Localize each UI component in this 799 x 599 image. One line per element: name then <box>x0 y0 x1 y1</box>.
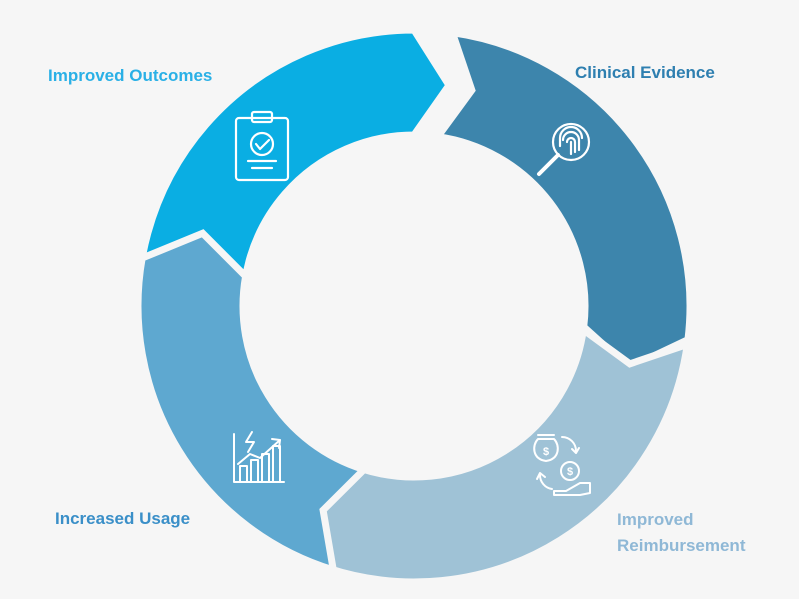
growth-chart-icon <box>233 431 285 483</box>
fingerprint-magnifier-icon <box>537 122 591 176</box>
label-line: Clinical Evidence <box>575 63 715 82</box>
segment-clinical-evidence <box>431 28 694 372</box>
stage-label-increased-usage: Increased Usage <box>55 506 190 532</box>
stage-label-improved-reimbursement: Improved Reimbursement <box>617 507 745 559</box>
clipboard-check-icon <box>234 110 290 182</box>
label-line: Increased Usage <box>55 509 191 528</box>
label-line: Reimbursement <box>617 536 746 555</box>
label-line: Improved <box>617 510 694 529</box>
segment-increased-usage <box>134 229 371 575</box>
svg-text:$: $ <box>567 466 573 478</box>
stage-label-improved-outcomes: Improved Outcomes <box>48 63 212 89</box>
label-line: Improved Outcomes <box>48 66 213 85</box>
svg-text:$: $ <box>543 446 549 458</box>
money-exchange-icon: $ $ <box>533 434 591 496</box>
stage-label-clinical-evidence: Clinical Evidence <box>575 60 715 86</box>
